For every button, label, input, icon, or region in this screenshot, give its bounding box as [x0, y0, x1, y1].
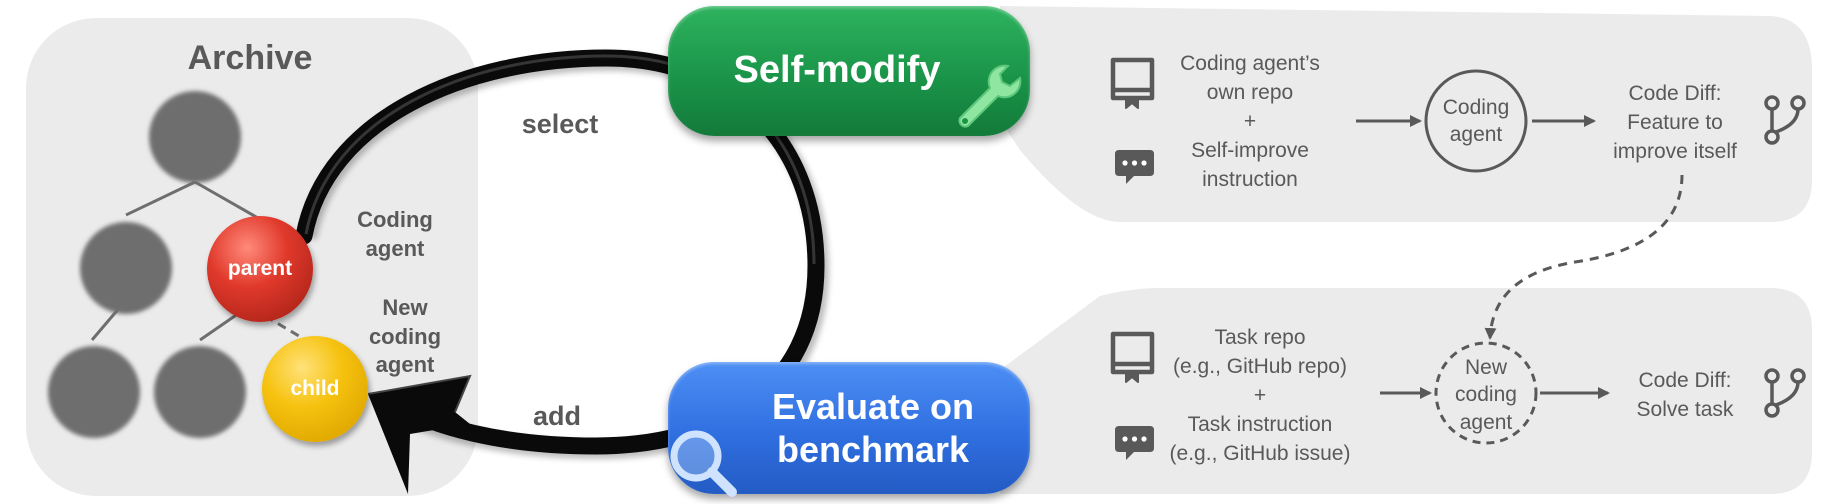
- branch-icon: [1764, 95, 1806, 145]
- coding-agent-circle: [1424, 69, 1528, 173]
- new-coding-agent-label: New coding agent: [368, 295, 442, 378]
- archive-tree-edges: [90, 180, 259, 342]
- evaluate-panel: [1000, 288, 1812, 494]
- wrench-icon: [958, 64, 1022, 128]
- select-label: select: [521, 109, 599, 139]
- top-flow-output: Code Diff: Feature to improve itself: [1613, 82, 1737, 163]
- top-flow-inputs: Coding agent’s own repo + Self-improve i…: [1180, 52, 1320, 191]
- loop-arrow-highlight: [304, 54, 816, 265]
- archive-node-root: [149, 91, 241, 183]
- bottom-flow-agent: New coding agent: [1455, 356, 1517, 434]
- self-modify-panel: [1000, 6, 1812, 222]
- archive-title: Archive: [187, 39, 313, 77]
- top-flow-agent: Coding agent: [1442, 96, 1510, 147]
- archive-node-left: [80, 222, 172, 314]
- self-modify-label: Self-modify: [733, 49, 941, 92]
- self-modify-button: Self-modify: [668, 6, 1030, 136]
- new-agent-connector: [1484, 174, 1684, 340]
- archive-node-bottom-left: [48, 346, 140, 438]
- repo-icon: [1110, 57, 1155, 109]
- repo-icon: [1110, 331, 1155, 383]
- add-label: add: [532, 401, 581, 431]
- chat-icon: [1115, 150, 1154, 184]
- branch-icon: [1764, 368, 1806, 418]
- new-coding-agent-circle: [1434, 341, 1538, 445]
- bottom-flow-output: Code Diff: Solve task: [1636, 369, 1734, 421]
- coding-agent-label: Coding agent: [357, 207, 433, 261]
- magnifier-icon: [670, 430, 737, 497]
- evaluate-benchmark-button: Evaluate on benchmark: [668, 362, 1030, 497]
- parent-label: parent: [227, 257, 293, 280]
- child-label: child: [290, 377, 340, 400]
- chat-icon: [1115, 426, 1154, 460]
- bottom-flow-inputs: Task repo (e.g., GitHub repo) + Task ins…: [1169, 326, 1351, 465]
- parent-node: parent: [207, 216, 313, 322]
- archive-node-bottom-mid: [154, 346, 246, 438]
- loop-arrowhead: [368, 376, 470, 494]
- child-node: child: [262, 336, 368, 442]
- archive-nodes: [48, 91, 246, 438]
